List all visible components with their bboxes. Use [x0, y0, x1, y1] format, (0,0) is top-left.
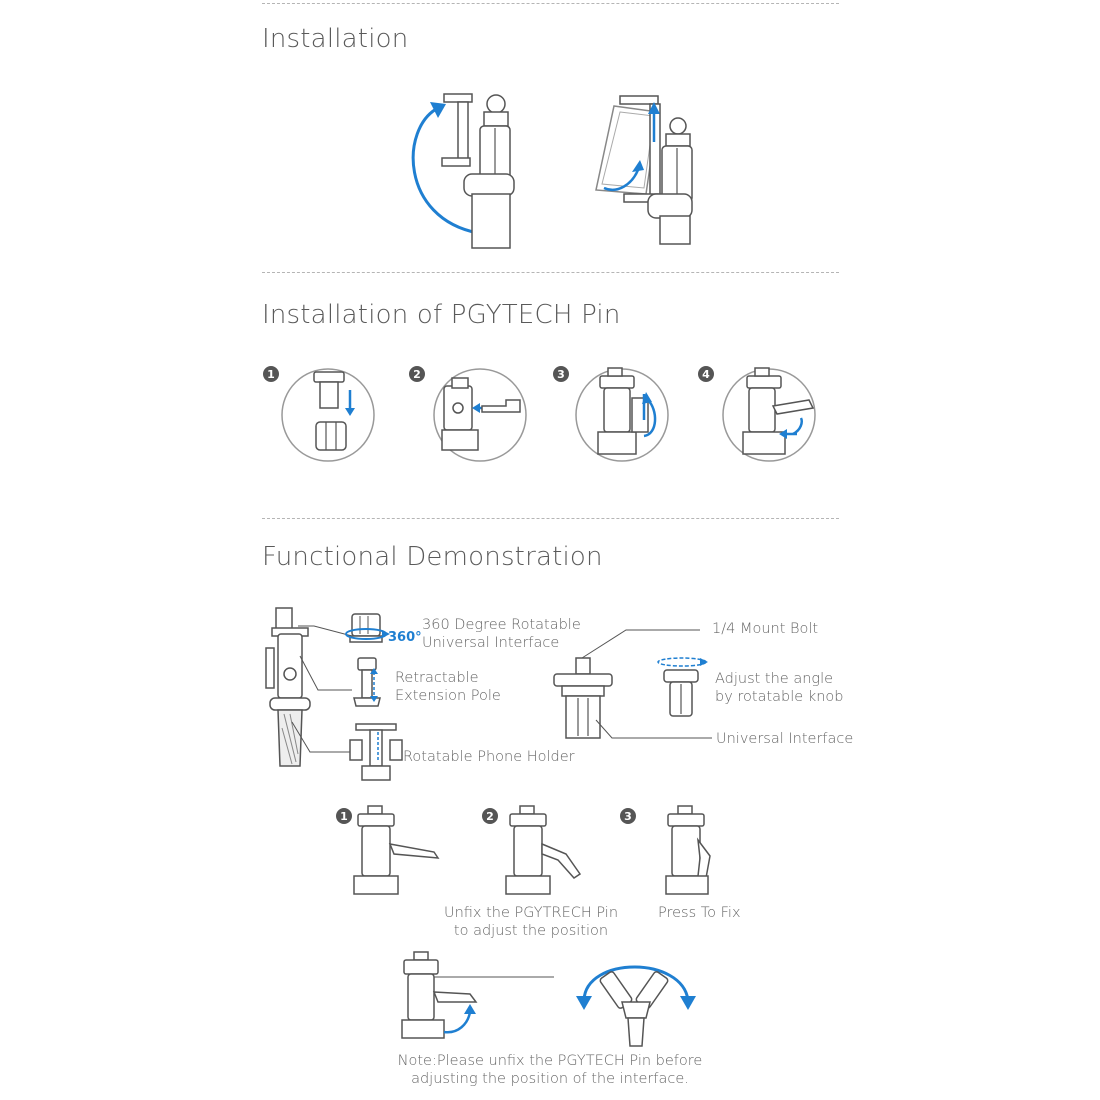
bottom-pin-illustration [401, 951, 554, 1039]
caption-unfix: Unfix the PGYTRECH Pin to adjust the pos… [443, 905, 619, 939]
installation-heading: Installation [262, 24, 409, 54]
divider-installation [262, 272, 839, 273]
installation-illustration-1 [411, 93, 515, 249]
pin-step-1: 1 [263, 366, 375, 462]
demo-step-3: 3 [620, 805, 711, 895]
degree-label-svg: 360° [388, 630, 422, 645]
pin-step-2: 2 [409, 366, 527, 462]
demo-step-1: 1 [336, 805, 440, 895]
step-badge-2 [409, 366, 425, 382]
note-text: Note:Please unfix the PGYTECH Pin before… [397, 1053, 703, 1087]
step-number-2: 2 [413, 368, 421, 381]
label-phone-holder: Rotatable Phone Holder [403, 749, 575, 765]
demo-step-number-2: 2 [486, 810, 494, 823]
extension-pole-icon [353, 657, 381, 707]
demo-step-number-3: 3 [624, 810, 632, 823]
selfie-stick-diagram [265, 607, 353, 767]
demo-heading: Functional Demonstration [262, 542, 603, 572]
svg-text:360°: 360° [388, 630, 422, 645]
rotatable-interface-icon [345, 613, 390, 643]
demo-step-badge-2 [482, 808, 498, 824]
label-extension-pole: Retractable Extension Pole [395, 670, 501, 704]
demo-step-badge-1 [336, 808, 352, 824]
rotation-range-illustration [576, 965, 696, 1047]
step-badge-1 [263, 366, 279, 382]
label-universal-interface: Universal Interface [716, 731, 854, 747]
installation-illustration-2 [595, 95, 693, 245]
caption-press-to-fix: Press To Fix [658, 905, 741, 921]
step-number-3: 3 [557, 368, 565, 381]
step-number-4: 4 [702, 368, 710, 381]
step-badge-4 [698, 366, 714, 382]
pin-step-4: 4 [698, 366, 816, 462]
pin-step-3: 3 [553, 366, 669, 462]
step-number-1: 1 [267, 368, 275, 381]
phone-holder-icon [349, 723, 403, 781]
demo-step-number-1: 1 [340, 810, 348, 823]
label-rotatable-interface: 360 Degree Rotatable Universal Interface [422, 617, 581, 651]
step-badge-3 [553, 366, 569, 382]
divider-pin [262, 518, 839, 519]
label-mount-bolt: 1/4 Mount Bolt [712, 621, 819, 637]
demo-step-2: 2 [482, 805, 582, 895]
pin-heading: Installation of PGYTECH Pin [262, 300, 621, 330]
divider-top [262, 3, 839, 4]
demo-step-badge-3 [620, 808, 636, 824]
mount-bolt-diagram [553, 629, 712, 739]
label-adjust-angle: Adjust the angle by rotatable knob [715, 671, 844, 705]
